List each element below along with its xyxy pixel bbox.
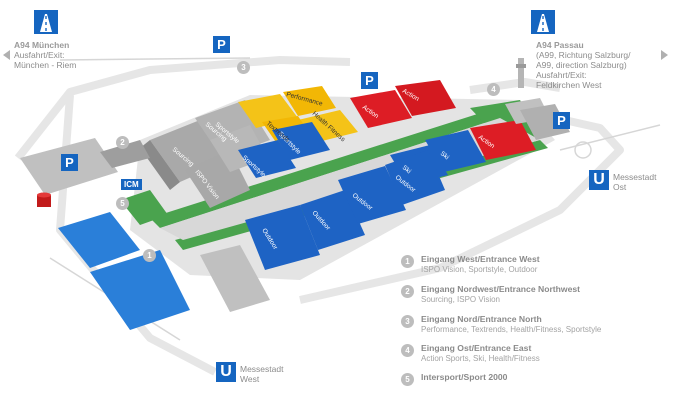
map-marker-3: 3 [237,61,250,74]
legend-marker: 1 [401,255,414,268]
legend-subtitle: ISPO Vision, Sportstyle, Outdoor [421,265,538,274]
map-marker-1: 1 [143,249,156,262]
arrow-right-icon [661,50,668,60]
red-tank-icon [37,192,51,207]
legend-subtitle: Sourcing, ISPO Vision [421,295,501,304]
highway-east-label: A94 Passau (A99, Richtung Salzburg/ A99,… [536,40,631,90]
red-halls [350,80,536,160]
legend-marker: 4 [401,344,414,357]
blue-halls-south [245,150,445,270]
grey-halls [140,100,270,208]
parking-sign-center: P [361,72,378,89]
legend-subtitle: Action Sports, Ski, Health/Fitness [421,354,540,363]
legend-marker: 3 [401,315,414,328]
legend-title: Eingang Nordwest/Entrance Northwest [421,284,581,294]
subway-west-label: Messestadt West [240,364,284,384]
map-marker-5: 5 [116,197,129,210]
icm-label: ICM [121,179,142,190]
map-marker-4: 4 [487,83,500,96]
legend-marker: 2 [401,285,414,298]
highway-west-label: A94 München Ausfahrt/Exit: München - Rie… [14,40,77,70]
subway-east-label: Messestadt Ost [613,172,657,192]
legend-marker: 5 [401,373,414,386]
motorway-icon-west [34,10,58,34]
parking-sign-east: P [553,112,570,129]
subway-sign-west: U [216,362,236,382]
hall-label-ski-2: Ski [439,150,450,161]
map-marker-2: 2 [116,136,129,149]
parking-sign-west: P [61,154,78,171]
motorway-icon-east [531,10,555,34]
hall-label-ski-1: Ski [401,164,412,175]
parking-lots [58,212,190,330]
legend-subtitle: Performance, Textrends, Health/Fitness, … [421,325,602,334]
arrow-left-icon [3,50,10,60]
yellow-halls [238,86,358,148]
tower-icon [516,58,526,88]
subway-sign-east: U [589,170,609,190]
legend-title: Eingang Nord/Entrance North [421,314,542,324]
parking-sign-north: P [213,36,230,53]
legend-title: Eingang Ost/Entrance East [421,343,532,353]
legend-title: Intersport/Sport 2000 [421,372,508,382]
legend-title: Eingang West/Entrance West [421,254,540,264]
